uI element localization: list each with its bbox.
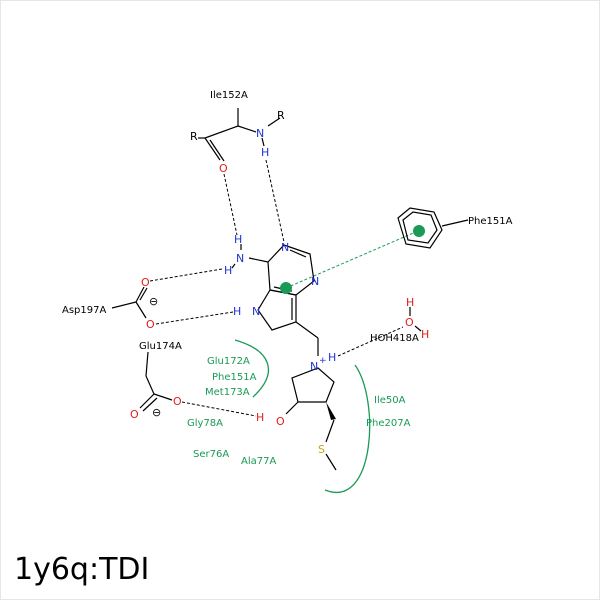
- bond: [441, 219, 469, 227]
- atom-n-nh2: N: [236, 252, 244, 265]
- hbond-asp-bottom: [155, 311, 234, 325]
- label-asp197: Asp197A: [62, 305, 106, 316]
- charge-glu: ⊖: [152, 406, 161, 419]
- contact-glu172: Glu172A: [207, 356, 250, 367]
- atom-o-hydroxyl: O: [276, 415, 285, 428]
- atom-n-ring-top: N: [281, 241, 289, 254]
- pi-centroid-ligand: [280, 282, 292, 294]
- pyrrolidine-ring: [291, 367, 335, 403]
- atom-h-nh2-left: H: [224, 264, 232, 277]
- bond: [295, 321, 319, 339]
- pyrrole-ring: [257, 289, 297, 331]
- contact-ser76: Ser76A: [193, 449, 229, 460]
- bond: [289, 249, 307, 258]
- charge-n-plus: +: [319, 356, 327, 366]
- bond: [261, 137, 265, 147]
- bond: [135, 301, 147, 319]
- atom-h-hydroxyl: H: [256, 411, 264, 424]
- bond: [145, 375, 155, 395]
- pi-stacking-line: [285, 230, 419, 289]
- atom-n-amide: N: [256, 127, 264, 140]
- wedge-bond: [326, 402, 336, 420]
- hbond-h-to-n: [265, 159, 285, 243]
- bond: [231, 263, 236, 269]
- atom-o-carbonyl: O: [219, 162, 228, 175]
- bond: [237, 125, 257, 133]
- label-glu174: Glu174A: [139, 341, 182, 352]
- bond: [248, 257, 269, 263]
- atom-h-amide: H: [261, 146, 269, 159]
- atom-h-pyrrole: H: [233, 305, 241, 318]
- hbond-o-to-h: [223, 173, 238, 236]
- phe151-benzene-ring: [397, 207, 443, 249]
- atom-o-asp-top: O: [141, 276, 150, 289]
- bond: [111, 301, 137, 309]
- bond: [285, 401, 299, 415]
- bond: [414, 325, 422, 332]
- contact-ile50: Ile50A: [374, 395, 406, 406]
- atom-h-water-top: H: [406, 296, 414, 309]
- hydrophobic-arc-right: [324, 364, 371, 493]
- atom-h-water-right: H: [421, 328, 429, 341]
- atom-n-plus: N: [310, 360, 318, 373]
- atom-s-thio: S: [318, 443, 325, 456]
- contact-phe151: Phe151A: [212, 372, 257, 383]
- charge-asp: ⊖: [149, 295, 158, 308]
- bond: [204, 137, 221, 161]
- hbond-water: [337, 326, 404, 357]
- bond: [325, 419, 335, 443]
- contact-phe207: Phe207A: [366, 418, 411, 429]
- bond: [135, 286, 145, 303]
- diagram-title: 1y6q:TDI: [14, 552, 150, 587]
- bond: [142, 397, 158, 412]
- pi-centroid-phe151: [413, 225, 425, 237]
- atom-n-ring-right: N: [311, 275, 319, 288]
- atom-h-nh2-top: H: [234, 233, 242, 246]
- bond: [267, 117, 281, 127]
- contact-gly78: Gly78A: [187, 418, 223, 429]
- bond: [139, 287, 148, 301]
- atom-o-glu-right: O: [173, 395, 182, 408]
- bond: [204, 125, 239, 139]
- atom-o-water: O: [405, 316, 414, 329]
- contact-met173: Met173A: [205, 387, 250, 398]
- phe151-benzene-inner: [402, 211, 438, 244]
- bond: [145, 351, 149, 377]
- hydrophobic-arc-left: [234, 339, 270, 398]
- atom-o-asp-bottom: O: [146, 318, 155, 331]
- label-hoh418: HOH418A: [370, 333, 419, 344]
- bond: [139, 393, 155, 409]
- hbond-asp-top: [149, 268, 223, 282]
- hbond-glu-hydroxyl: [181, 401, 257, 417]
- atom-h-nplus: H: [328, 351, 336, 364]
- label-phe151-ring: Phe151A: [468, 216, 513, 227]
- atom-o-glu-left: O: [130, 408, 139, 421]
- label-ile152: Ile152A: [210, 90, 248, 101]
- contact-ala77: Ala77A: [241, 456, 276, 467]
- atom-r1: R: [190, 130, 198, 143]
- bond: [325, 453, 337, 471]
- bond: [209, 139, 225, 162]
- atom-r2: R: [277, 109, 285, 122]
- atom-n-pyrrole: N: [252, 305, 260, 318]
- bond: [153, 393, 173, 401]
